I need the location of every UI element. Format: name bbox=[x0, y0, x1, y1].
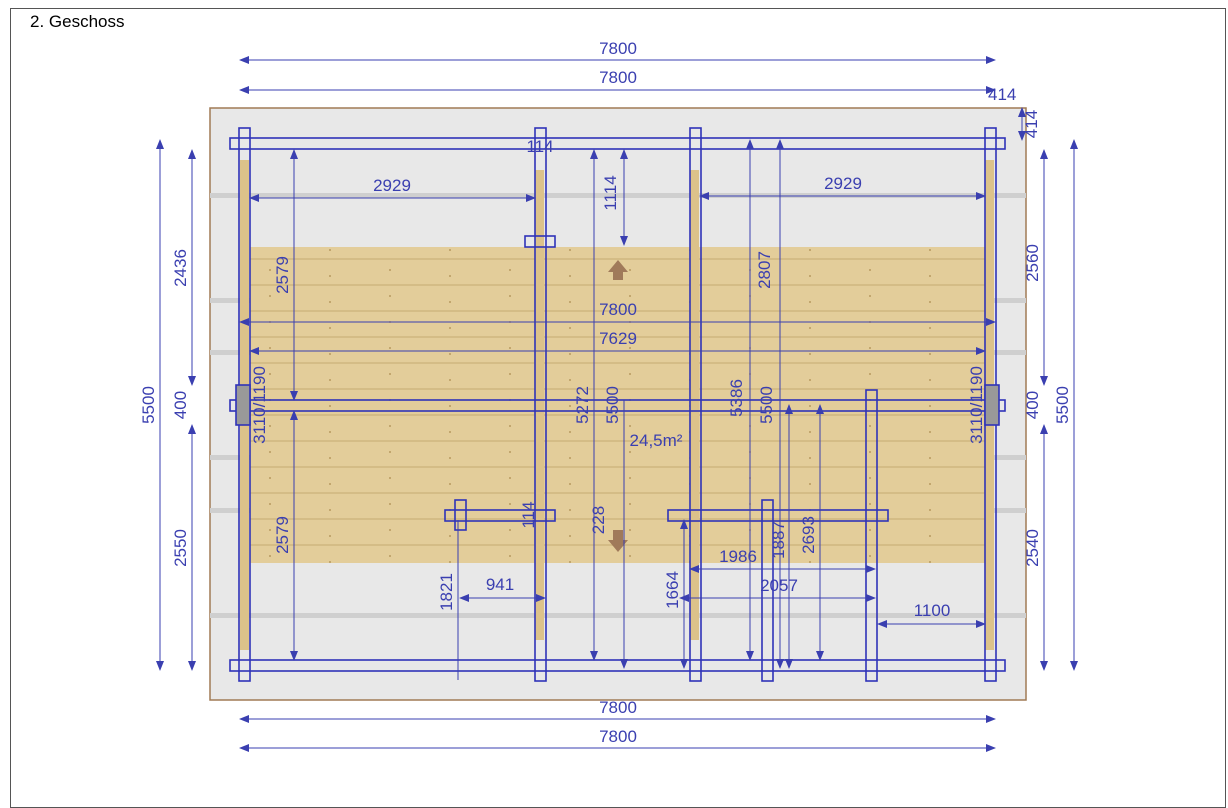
stair-arrows bbox=[608, 260, 628, 552]
dim-drop-center: 1114 bbox=[601, 175, 620, 210]
dim-top-right-a: 414 bbox=[988, 85, 1016, 104]
dim-right-post: 3110/1190 bbox=[967, 366, 986, 444]
dim-small-114: 114 bbox=[519, 501, 538, 528]
dim-left-post: 3110/1190 bbox=[250, 366, 269, 444]
dim-top-inner: 7800 bbox=[599, 68, 637, 87]
dim-right-a: 2560 bbox=[1023, 244, 1042, 282]
dim-center-b: 5500 bbox=[603, 386, 622, 424]
dim-left-a: 2436 bbox=[171, 249, 190, 287]
dim-1100: 1100 bbox=[914, 601, 951, 620]
dim-top-right-b: 414 bbox=[1022, 110, 1041, 138]
dim-post-gap-top: 114 bbox=[526, 137, 553, 156]
dim-mid-a: 7800 bbox=[599, 300, 637, 319]
dim-top-outer: 7800 bbox=[599, 39, 637, 58]
dim-right-c: 2540 bbox=[1023, 529, 1042, 567]
dim-2057: 2057 bbox=[760, 576, 798, 595]
structure bbox=[229, 127, 1006, 682]
dim-span-left: 2929 bbox=[373, 176, 411, 195]
dim-1887: 1887 bbox=[769, 521, 788, 559]
area-label: 24,5m² bbox=[630, 431, 683, 450]
dimension-lines bbox=[156, 56, 1078, 752]
dim-right-mid-a: 5386 bbox=[727, 379, 746, 417]
dim-right-b: 400 bbox=[1023, 391, 1042, 419]
dim-mid-b: 7629 bbox=[599, 329, 637, 348]
dim-bottom-b: 7800 bbox=[599, 727, 637, 746]
page-title: 2. Geschoss bbox=[30, 12, 125, 31]
dim-bottom-a: 7800 bbox=[599, 698, 637, 717]
dim-left-c: 2550 bbox=[171, 529, 190, 567]
dim-left-inner-bottom: 2579 bbox=[273, 516, 292, 554]
dimension-labels: 7800 7800 414 414 114 2929 2929 1114 780… bbox=[139, 39, 1072, 746]
dim-center-c: 2807 bbox=[755, 251, 774, 289]
dim-2693: 2693 bbox=[799, 516, 818, 554]
dim-941: 941 bbox=[486, 575, 514, 594]
dim-right-outer: 5500 bbox=[1053, 386, 1072, 424]
dim-span-right: 2929 bbox=[824, 174, 862, 193]
dim-1986: 1986 bbox=[719, 547, 757, 566]
dim-1821: 1821 bbox=[437, 573, 456, 611]
dim-right-mid-b: 5500 bbox=[757, 386, 776, 424]
dim-left-b: 400 bbox=[171, 391, 190, 419]
dim-1664: 1664 bbox=[663, 571, 682, 609]
dim-center-a: 5272 bbox=[573, 386, 592, 424]
dim-left-inner-top: 2579 bbox=[273, 256, 292, 294]
dim-small-228: 228 bbox=[589, 506, 608, 534]
dim-left-outer: 5500 bbox=[139, 386, 158, 424]
